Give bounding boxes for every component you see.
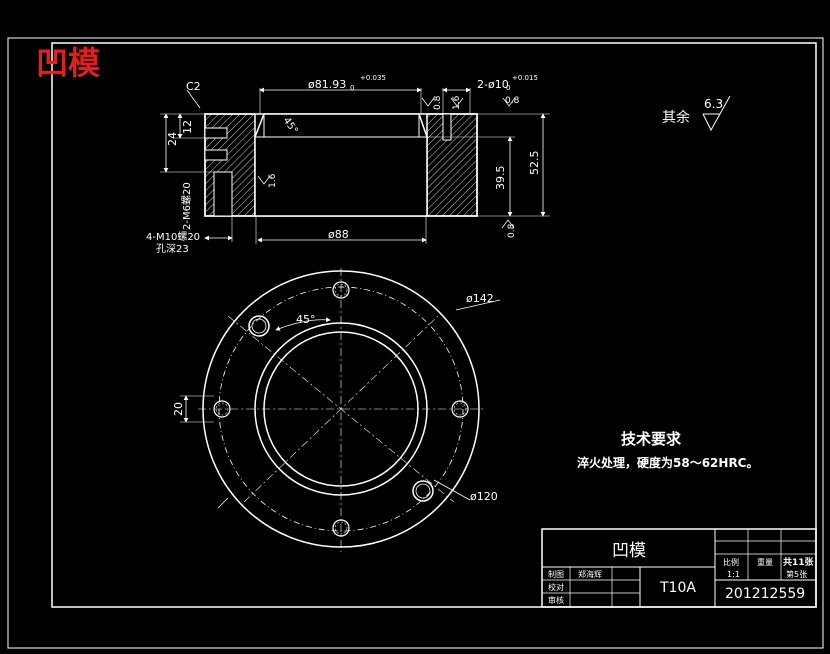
screw-label-2: 孔深23 [156, 243, 189, 255]
dim-88: ø88 [328, 228, 349, 241]
pin-hole-1 [248, 315, 270, 337]
sheet-no: 第5张 [786, 569, 807, 579]
part-name: 凹模 [612, 541, 646, 561]
dim-20: 20 [172, 402, 185, 416]
roughness-08-a: 0.8 [433, 95, 443, 110]
weight-label: 重量 [757, 557, 773, 567]
roughness-symbol [702, 95, 731, 132]
other-roughness-label: 其余 [662, 109, 690, 126]
section-view: C2 ø81.93 +0.035 0 2-ø10 +0.015 0 0.8 1.… [146, 74, 550, 255]
title-block: 凹模 比例 1:1 重量 共11张 第5张 制图 郑海辉 校对 审核 T10A … [541, 528, 817, 608]
tech-req-line1: 淬火处理，硬度为58～62HRC。 [577, 455, 759, 470]
top-bore-dim: ø81.93 [308, 78, 346, 91]
material: T10A [659, 580, 696, 596]
pin-hole-2 [412, 480, 434, 502]
angle-45-plan: 45° [296, 313, 316, 326]
tech-req-title: 技术要求 [621, 430, 682, 448]
pin-dim: 2-ø10 [477, 78, 509, 91]
top-bore-tol: +0.035 [360, 74, 386, 82]
dim-39-5: 39.5 [494, 166, 507, 191]
dim-120: ø120 [470, 490, 498, 503]
right-wall-hatch [426, 113, 478, 217]
chamfer-label: C2 [186, 80, 201, 93]
screw-hole-bottom [332, 519, 350, 537]
dim-142: ø142 [466, 292, 494, 305]
roughness-16-a: 1.6 [452, 95, 462, 110]
roughness-16-b: 1.6 [268, 173, 278, 188]
dim-12: 12 [181, 120, 194, 134]
ratio-value: 1:1 [727, 570, 740, 579]
screw-label-1: 4-M10螺20 [146, 231, 200, 243]
screw-hole-right [451, 400, 469, 418]
watermark-text: 凹模 [36, 44, 100, 82]
dim-52-5: 52.5 [528, 151, 541, 176]
roughness-08-c: 0.8 [507, 223, 517, 238]
row-design: 制图 [548, 569, 564, 579]
pin-tol-low: 0 [506, 84, 510, 92]
dim-24: 24 [166, 132, 179, 146]
pin-tol: +0.015 [512, 74, 538, 82]
top-bore-tol-low: 0 [350, 84, 354, 92]
row-review: 审核 [548, 595, 564, 605]
row-design-value: 郑海辉 [578, 569, 602, 579]
bore-outline [254, 113, 428, 217]
row-check: 校对 [548, 582, 564, 592]
plan-view: ø142 45° 20 ø120 [172, 268, 501, 552]
inner-frame [51, 42, 817, 608]
ratio-label: 比例 [723, 557, 739, 567]
outer-frame [7, 37, 824, 649]
screw-hole-top [332, 281, 350, 299]
drawing-number: 201212559 [725, 586, 805, 602]
thread-label: 2-M6螺20 [181, 182, 193, 230]
other-roughness-value: 6.3 [704, 97, 723, 111]
sheet-total: 共11张 [783, 556, 815, 568]
roughness-08-b: 0.8 [505, 96, 520, 106]
screw-hole-left [213, 400, 231, 418]
